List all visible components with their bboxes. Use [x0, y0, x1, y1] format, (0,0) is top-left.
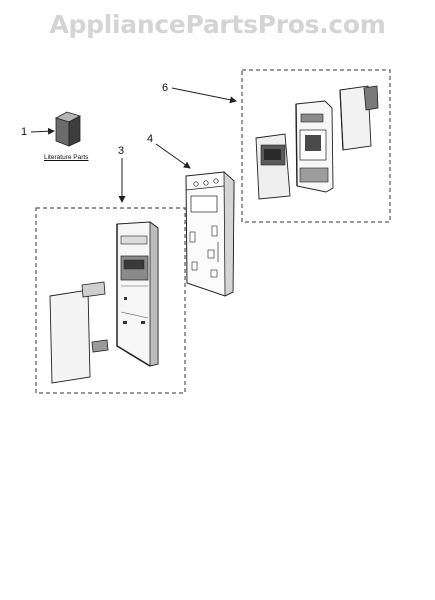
literature-parts-label: Literature Parts — [44, 154, 89, 161]
membrane-switch-film — [49, 281, 109, 384]
callout-1: 1 — [21, 126, 28, 138]
leader-line-1 — [30, 127, 55, 135]
control-board-assembly-box — [241, 69, 391, 223]
control-board-pcb — [255, 133, 291, 200]
control-panel — [116, 221, 159, 367]
site-watermark: AppliancePartsPros.com — [49, 10, 386, 39]
leader-line-6 — [171, 87, 237, 104]
literature-booklet — [54, 111, 82, 147]
transformer-module — [339, 85, 379, 151]
callout-6: 6 — [162, 82, 169, 94]
panel-frame — [185, 171, 235, 297]
callout-4: 4 — [147, 133, 154, 145]
board-bracket — [295, 100, 334, 193]
control-panel-assembly-box — [35, 207, 186, 394]
leader-line-4 — [155, 143, 191, 169]
callout-3: 3 — [118, 145, 125, 157]
